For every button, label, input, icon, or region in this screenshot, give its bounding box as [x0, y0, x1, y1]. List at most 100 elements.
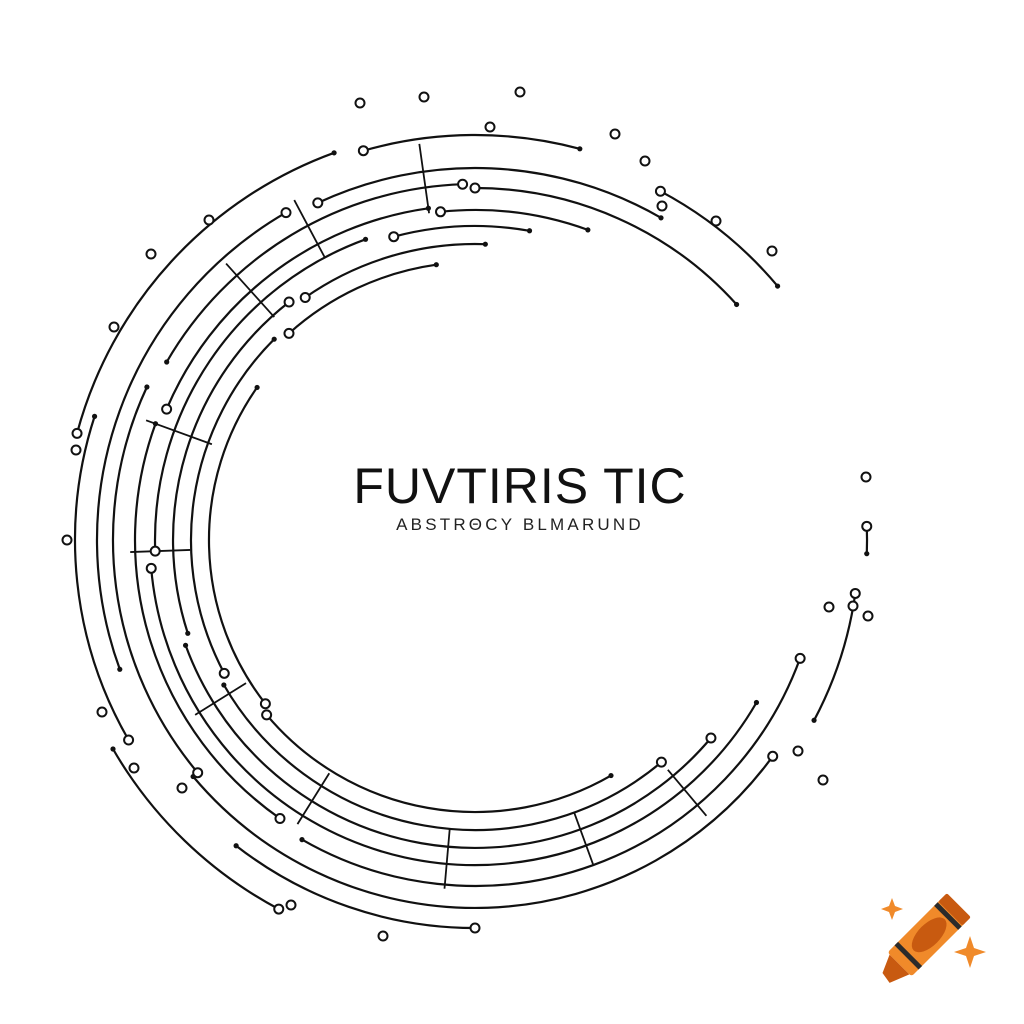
circuit-trace: [150, 567, 758, 867]
logo-title: FUVTIRIS TIC: [353, 458, 687, 514]
circuit-node-circle: [484, 121, 496, 133]
circuit-node-circle: [705, 732, 717, 744]
circuit-trace: [153, 238, 367, 553]
circuit-node-dot: [233, 843, 239, 849]
circuit-node-circle: [108, 321, 120, 333]
circuit-node-circle: [70, 444, 82, 456]
circuit-node-dot: [144, 384, 150, 390]
circuit-node-circle: [61, 534, 73, 546]
circuit-node-circle: [418, 91, 430, 103]
circuit-node-circle: [609, 128, 621, 140]
circuit-node-dot: [811, 717, 817, 723]
circuit-nodes: [61, 86, 874, 942]
circuit-node-circle: [357, 145, 369, 157]
circuit-node-circle: [861, 520, 873, 532]
circuit-trace: [171, 300, 291, 635]
circuit-trace: [165, 183, 464, 364]
circuit-node-circle: [849, 587, 861, 599]
circuit-trace: [287, 263, 438, 335]
circuit-node-dot: [425, 205, 431, 211]
circuit-node-circle: [817, 774, 829, 786]
circuit-node-circle: [176, 782, 188, 794]
circuit-trace: [222, 683, 663, 832]
circuit-crossbars: [130, 143, 708, 889]
circuit-node-circle: [388, 231, 400, 243]
circuit-node-circle: [469, 922, 481, 934]
circuit-trace: [111, 385, 199, 774]
circuit-node-circle: [655, 756, 667, 768]
circuit-node-circle: [794, 652, 806, 664]
circuit-node-circle: [469, 182, 481, 194]
circuit-node-circle: [280, 207, 292, 219]
circuit-node-circle: [261, 709, 273, 721]
circuit-node-circle: [354, 97, 366, 109]
circuit-trace: [316, 166, 663, 219]
circuit-node-circle: [656, 200, 668, 212]
circuit-node-circle: [435, 206, 447, 218]
circuit-crossbar: [194, 682, 247, 716]
circuit-trace: [659, 190, 779, 288]
circuit-node-dot: [362, 236, 369, 242]
circuit-crossbar: [573, 812, 594, 865]
circuit-node-circle: [457, 178, 469, 190]
circuit-node-circle: [285, 899, 297, 911]
circuit-node-circle: [96, 706, 108, 718]
circuit-crossbar: [296, 772, 331, 825]
circuit-node-circle: [847, 600, 859, 612]
circuit-node-circle: [654, 185, 666, 197]
circuit-node-circle: [710, 215, 722, 227]
circuit-node-circle: [860, 471, 872, 483]
sparkle-icon-large: [954, 936, 986, 968]
circuit-node-circle: [259, 698, 271, 710]
circuit-node-circle: [218, 667, 230, 679]
circuit-trace: [439, 208, 589, 231]
circuit-crossbar: [225, 262, 275, 318]
circuit-node-dot: [110, 746, 116, 752]
circuit-trace: [473, 186, 738, 306]
circuit-node-circle: [71, 427, 83, 439]
circuit-trace: [265, 713, 613, 814]
circuit-node-dot: [299, 837, 305, 843]
circuit-trace: [73, 415, 130, 742]
crayon-icon: [881, 893, 986, 983]
circuit-trace: [392, 224, 531, 238]
circuit-node-dot: [482, 241, 488, 247]
logo-subtitle: ABSTRΘCY BLMARUND: [396, 515, 644, 534]
circuit-node-dot: [271, 336, 277, 342]
circuit-trace: [184, 644, 712, 850]
circuit-node-circle: [161, 403, 173, 415]
circuit-node-circle: [283, 296, 295, 308]
circuit-trace: [111, 747, 280, 911]
circuit-node-circle: [203, 214, 215, 226]
circuit-node-circle: [514, 86, 526, 98]
circuit-trace: [133, 422, 282, 820]
circuit-node-dot: [753, 699, 760, 706]
circuit-node-circle: [145, 562, 157, 574]
circuit-node-dot: [91, 413, 98, 419]
circuit-crossbar: [667, 769, 708, 817]
circuit-trace: [95, 211, 288, 671]
circuit-node-dot: [182, 642, 189, 648]
circuit-node-circle: [377, 930, 389, 942]
circuit-trace: [304, 242, 487, 299]
circuit-node-circle: [273, 903, 285, 915]
circuit-trace: [300, 657, 802, 888]
circuit-node-dot: [331, 150, 337, 156]
circuit-node-circle: [299, 292, 311, 304]
circuit-trace: [235, 844, 477, 930]
circuit-node-dot: [221, 682, 227, 688]
circuit-node-dot: [608, 772, 614, 779]
circuit-node-circle: [766, 245, 778, 257]
circuit-node-circle: [192, 767, 204, 779]
circuit-crossbar: [418, 143, 430, 214]
circuit-node-circle: [823, 601, 835, 613]
circuit-node-dot: [774, 283, 781, 289]
circuit-node-dot: [577, 146, 583, 152]
circuit-node-circle: [792, 745, 804, 757]
circuit-node-circle: [128, 762, 140, 774]
circuit-node-dot: [152, 421, 159, 427]
circuit-node-dot: [585, 227, 591, 233]
circuit-node-dot: [526, 228, 533, 234]
circuit-arcs: [73, 133, 869, 930]
